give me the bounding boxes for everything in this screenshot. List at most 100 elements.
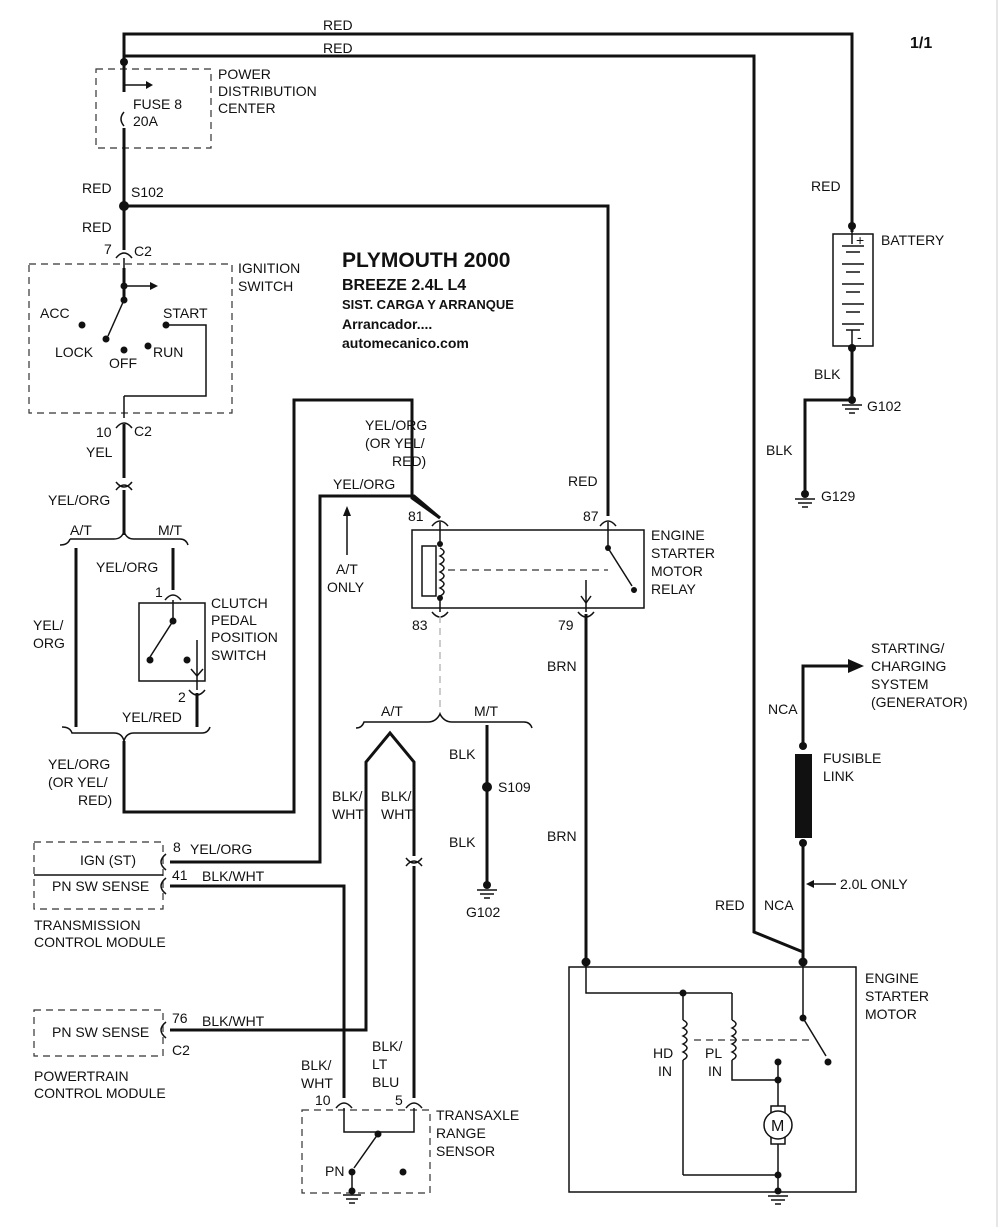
- wire-label-yel-org-relay-3: RED): [392, 453, 426, 469]
- title-line2: BREEZE 2.4L L4: [342, 277, 466, 294]
- tcm-pn: PN SW SENSE: [52, 878, 149, 894]
- power-distribution-center: [95, 62, 212, 206]
- splice-s102-label: S102: [131, 184, 164, 200]
- generator-label-3: SYSTEM: [871, 676, 929, 692]
- generator-label-4: (GENERATOR): [871, 694, 968, 710]
- c2-label-a: C2: [134, 243, 152, 259]
- wire-label-blk-wht-b-2: WHT: [381, 806, 413, 822]
- ground-g102-mid-icon: [477, 881, 497, 899]
- starter-pl-1: PL: [705, 1045, 722, 1061]
- wire-label-blk-lt-blu-3: BLU: [372, 1074, 399, 1090]
- starter-label-2: STARTER: [865, 988, 929, 1004]
- pcm-conn: C2: [172, 1042, 190, 1058]
- wire-label-blk-wht-a-1: BLK/: [332, 788, 362, 804]
- clutch-label-2: PEDAL: [211, 612, 257, 628]
- ground-g102-top-label: G102: [867, 398, 901, 414]
- title-line5: automecanico.com: [342, 335, 469, 351]
- wire-label-blk-s109-2: BLK: [449, 834, 476, 850]
- wire-label-yel-org-left-1: YEL/: [33, 617, 63, 633]
- engine-starter-motor: [568, 957, 857, 1205]
- ground-g102-top-icon: [842, 396, 862, 414]
- title-line4: Arrancador....: [342, 316, 432, 332]
- ign-off: OFF: [109, 355, 137, 371]
- fusible-link-label-1: FUSIBLE: [823, 750, 881, 766]
- title-line1: PLYMOUTH 2000: [342, 249, 510, 272]
- arrow-20l-icon: [806, 880, 814, 888]
- wire-label-yel-org-bottom-3: RED): [78, 792, 112, 808]
- powertrain-control-module: [33, 1009, 167, 1057]
- at-mt-branch-lower: [355, 712, 533, 729]
- wire-blk-wht-v: [358, 730, 416, 1032]
- trs-pin10: 10: [315, 1092, 331, 1108]
- tcm-pin41: 41: [172, 867, 188, 883]
- wire-label-yel-org-bottom-2: (OR YEL/: [48, 774, 108, 790]
- fusible-link: [795, 754, 812, 838]
- trs-label-1: TRANSAXLE: [436, 1107, 519, 1123]
- battery: [832, 232, 874, 347]
- ign-run: RUN: [153, 344, 183, 360]
- relay-label-4: RELAY: [651, 581, 697, 597]
- starter-hd-1: HD: [653, 1045, 673, 1061]
- wire-label-red-s102-above: RED: [82, 180, 112, 196]
- ground-g102-mid-label: G102: [466, 904, 500, 920]
- relay-label-1: ENGINE: [651, 527, 705, 543]
- wire-label-20l-only: 2.0L ONLY: [840, 876, 908, 892]
- wire-label-blk-g129: BLK: [766, 442, 793, 458]
- wire-label-yel: YEL: [86, 444, 113, 460]
- ign-start: START: [163, 305, 208, 321]
- page-number: 1/1: [910, 35, 932, 52]
- tcm-label-2: CONTROL MODULE: [34, 934, 166, 950]
- pcm-label-2: CONTROL MODULE: [34, 1085, 166, 1101]
- wire-label-blk-wht-10-2: WHT: [301, 1075, 333, 1091]
- relay-pin87: 87: [583, 508, 599, 524]
- starter-motor-m: M: [771, 1118, 784, 1135]
- splice-s109-label: S109: [498, 779, 531, 795]
- wire-label-yel-org-relay-1: YEL/ORG: [365, 417, 427, 433]
- c2-label-b: C2: [134, 423, 152, 439]
- wire-label-brn-2: BRN: [547, 828, 577, 844]
- ign-acc: ACC: [40, 305, 70, 321]
- wire-label-yel-org-at-only: YEL/ORG: [333, 476, 395, 492]
- ground-g129-label: G129: [821, 488, 855, 504]
- generator-label-1: STARTING/: [871, 640, 944, 656]
- relay-label-3: MOTOR: [651, 563, 703, 579]
- relay-pin81: 81: [408, 508, 424, 524]
- title-line3: SIST. CARGA Y ARRANQUE: [342, 297, 514, 312]
- relay-label-2: STARTER: [651, 545, 715, 561]
- clutch-pin1: 1: [155, 584, 163, 600]
- tcm-pin8: 8: [173, 839, 181, 855]
- c2-pin10: 10: [96, 424, 112, 440]
- fusible-link-label-2: LINK: [823, 768, 855, 784]
- mt-label-2: M/T: [474, 703, 499, 719]
- pcm-pn: PN SW SENSE: [52, 1024, 149, 1040]
- ign-label-1: IGNITION: [238, 260, 300, 276]
- wire-label-brn-1: BRN: [547, 658, 577, 674]
- battery-label: BATTERY: [881, 232, 945, 248]
- trs-pn: PN: [325, 1163, 344, 1179]
- wire-label-yel-org-bottom-1: YEL/ORG: [48, 756, 110, 772]
- trs-label-2: RANGE: [436, 1125, 486, 1141]
- wire-label-blk-s109-1: BLK: [449, 746, 476, 762]
- wire-label-yel-org-mt: YEL/ORG: [96, 559, 158, 575]
- wire-label-red-battery: RED: [811, 178, 841, 194]
- relay-pin83: 83: [412, 617, 428, 633]
- wire-label-blk-lt-blu-2: LT: [372, 1056, 388, 1072]
- at-mt-branch-bottom: [61, 726, 211, 742]
- fuse-label: FUSE 8: [133, 96, 182, 112]
- at-only-1: A/T: [336, 561, 358, 577]
- at-label-2: A/T: [381, 703, 403, 719]
- at-only-2: ONLY: [327, 579, 365, 595]
- wire-label-yel-org-relay-2: (OR YEL/: [365, 435, 425, 451]
- tcm-label-1: TRANSMISSION: [34, 917, 141, 933]
- wire-label-red-s102-below: RED: [82, 219, 112, 235]
- pcm-label-1: POWERTRAIN: [34, 1068, 129, 1084]
- ign-label-2: SWITCH: [238, 278, 293, 294]
- starter-label-1: ENGINE: [865, 970, 919, 986]
- wire-red-s102-relay: [124, 204, 610, 516]
- arrow-to-generator-icon: [848, 659, 864, 673]
- pdc-label-1: POWER: [218, 66, 271, 82]
- wire-label-red-starter: RED: [715, 897, 745, 913]
- clutch-label-1: CLUTCH: [211, 595, 268, 611]
- generator-label-2: CHARGING: [871, 658, 946, 674]
